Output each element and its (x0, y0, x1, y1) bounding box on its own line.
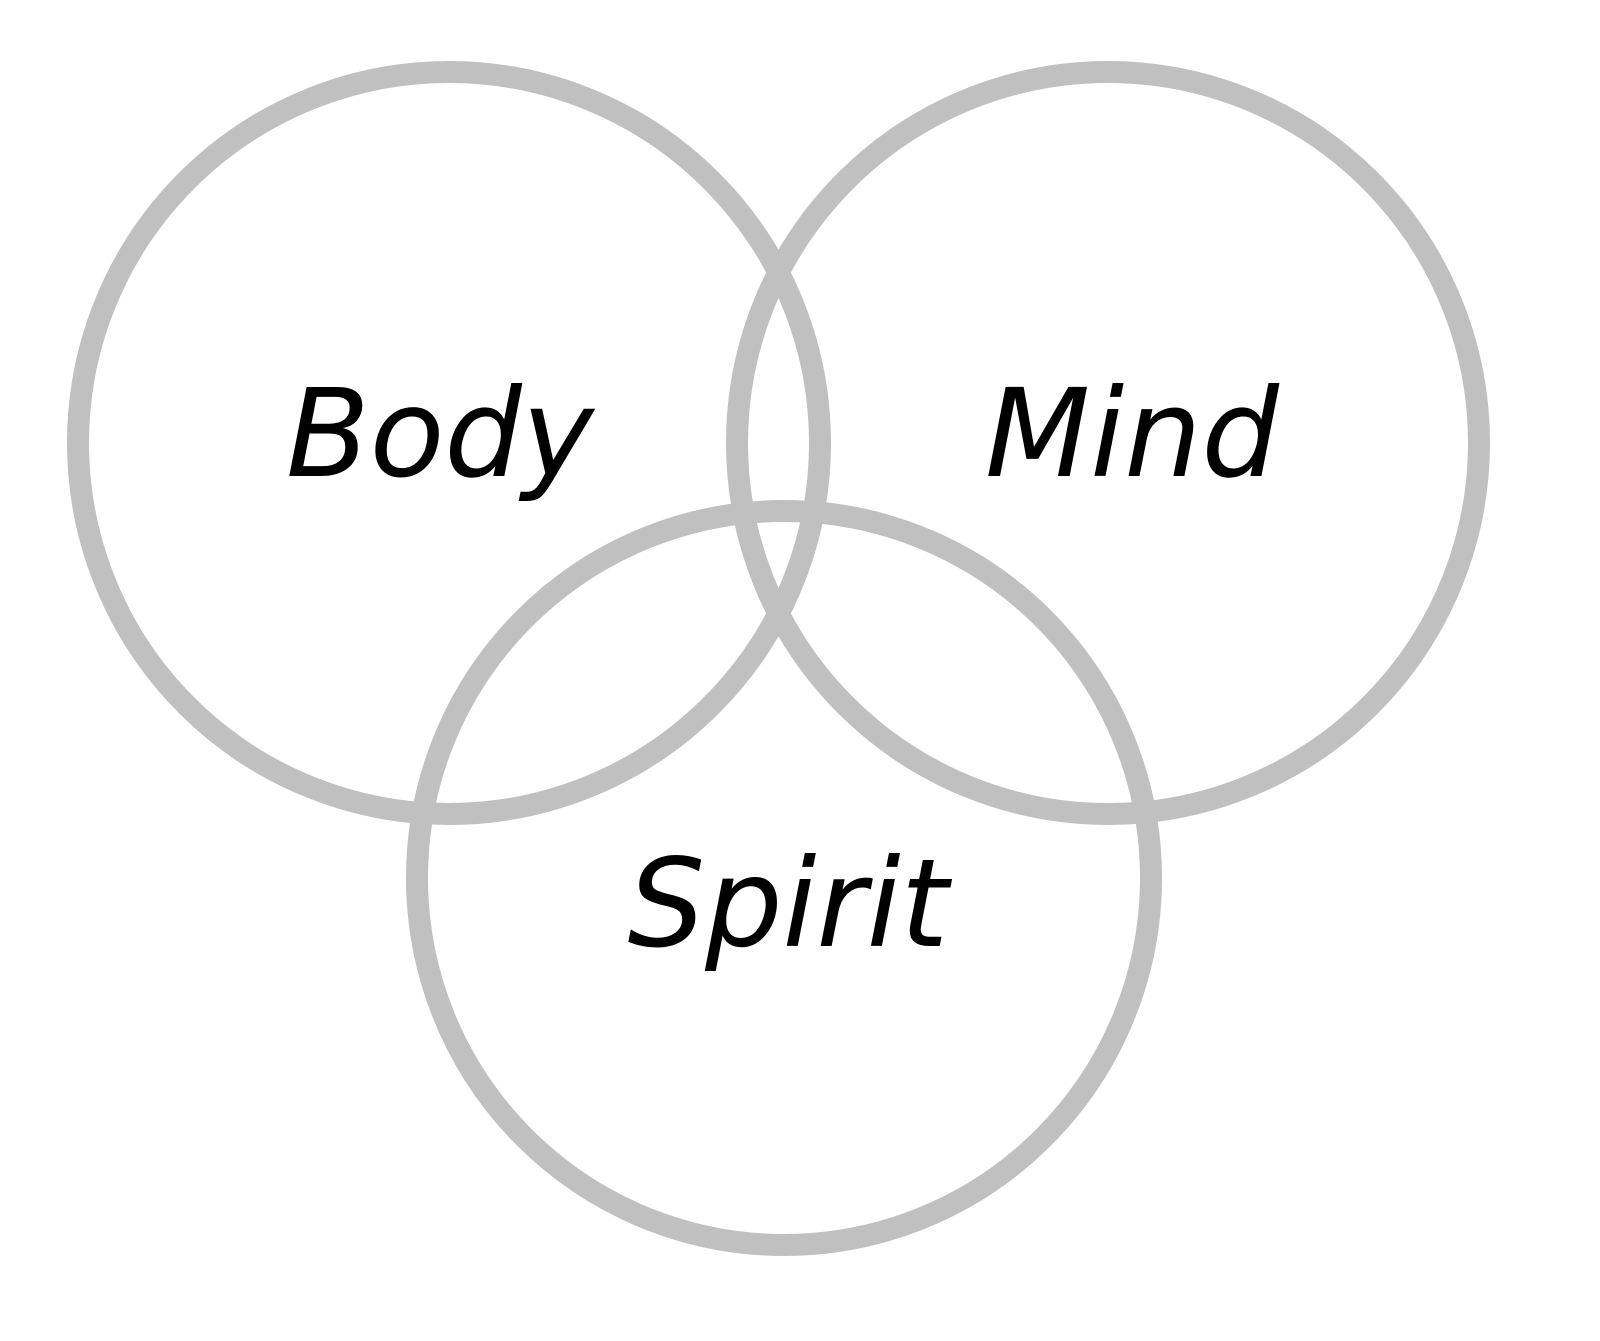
spirit-label: Spirit (628, 833, 953, 975)
mind-label: Mind (985, 363, 1279, 505)
spirit-circle (406, 500, 1162, 1256)
body-label: Body (286, 363, 596, 505)
mind-circle (726, 61, 1490, 825)
body-circle (67, 61, 831, 825)
